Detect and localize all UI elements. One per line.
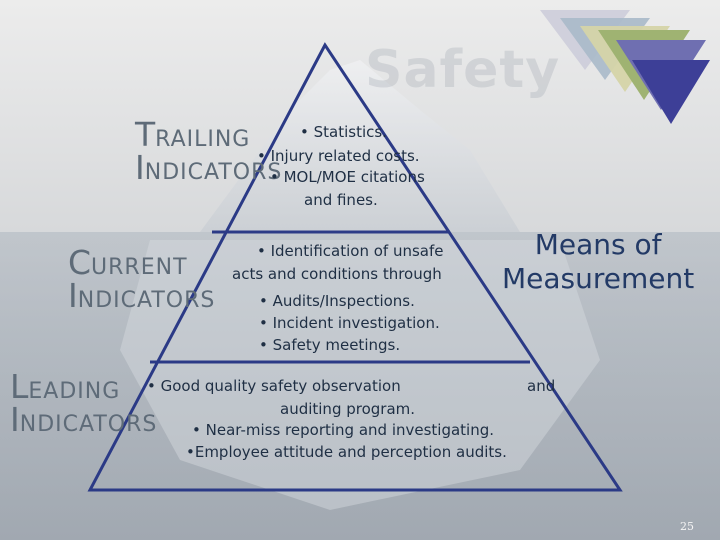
trailing-tier-line-3: • MOL/MOE citations bbox=[270, 168, 425, 186]
current-tier-line-3: • Audits/Inspections. bbox=[259, 292, 415, 310]
current-cap-c: C bbox=[68, 243, 92, 282]
page-number: 25 bbox=[680, 520, 694, 533]
leading-tier-line-4: •Employee attitude and perception audits… bbox=[186, 443, 507, 461]
current-tier-line-2: acts and conditions through bbox=[232, 265, 442, 283]
leading-tier-line-1-end: and bbox=[527, 377, 556, 395]
current-indicators-label: CURRENT INDICATORS bbox=[68, 246, 215, 312]
current-tier-line-4: • Incident investigation. bbox=[259, 314, 440, 332]
leading-indicators-label: LEADING INDICATORS bbox=[10, 370, 157, 436]
leading-tier-line-2: auditing program. bbox=[280, 400, 416, 418]
current-cap-i: I bbox=[68, 276, 78, 315]
trailing-tier-line-4: and fines. bbox=[304, 191, 378, 209]
trailing-cap-t: T bbox=[135, 115, 156, 154]
leading-rest: EADING bbox=[28, 379, 121, 404]
leading-cap-i: I bbox=[10, 400, 20, 439]
trailing-indicators-label: TRAILING INDICATORS bbox=[135, 118, 282, 184]
current-tier-line-5: • Safety meetings. bbox=[259, 336, 401, 354]
leading-tier-line-3: • Near-miss reporting and investigating. bbox=[192, 421, 495, 439]
means-line-1: Means of bbox=[534, 228, 662, 261]
current-indicators-rest: NDICATORS bbox=[77, 288, 216, 313]
leading-tier-line-1: • Good quality safety observation bbox=[147, 377, 401, 395]
means-line-2: Measurement bbox=[502, 262, 695, 295]
current-tier-line-1: • Identification of unsafe bbox=[257, 242, 444, 260]
means-of-measurement: Means of Measurement bbox=[502, 228, 694, 296]
leading-cap-l: L bbox=[10, 367, 29, 406]
trailing-indicators-rest: NDICATORS bbox=[144, 160, 283, 185]
layered-triangles-logo bbox=[540, 10, 710, 124]
pyramid-outline bbox=[87, 42, 623, 492]
trailing-tier-line-1: • Statistics. bbox=[300, 123, 387, 141]
current-rest: URRENT bbox=[91, 255, 188, 280]
trailing-tier-line-2: • Injury related costs. bbox=[257, 147, 420, 165]
leading-indicators-rest: NDICATORS bbox=[19, 412, 158, 437]
watermark-text: Safety bbox=[365, 40, 561, 100]
trailing-rest: RAILING bbox=[155, 127, 251, 152]
trailing-cap-i: I bbox=[135, 148, 145, 187]
